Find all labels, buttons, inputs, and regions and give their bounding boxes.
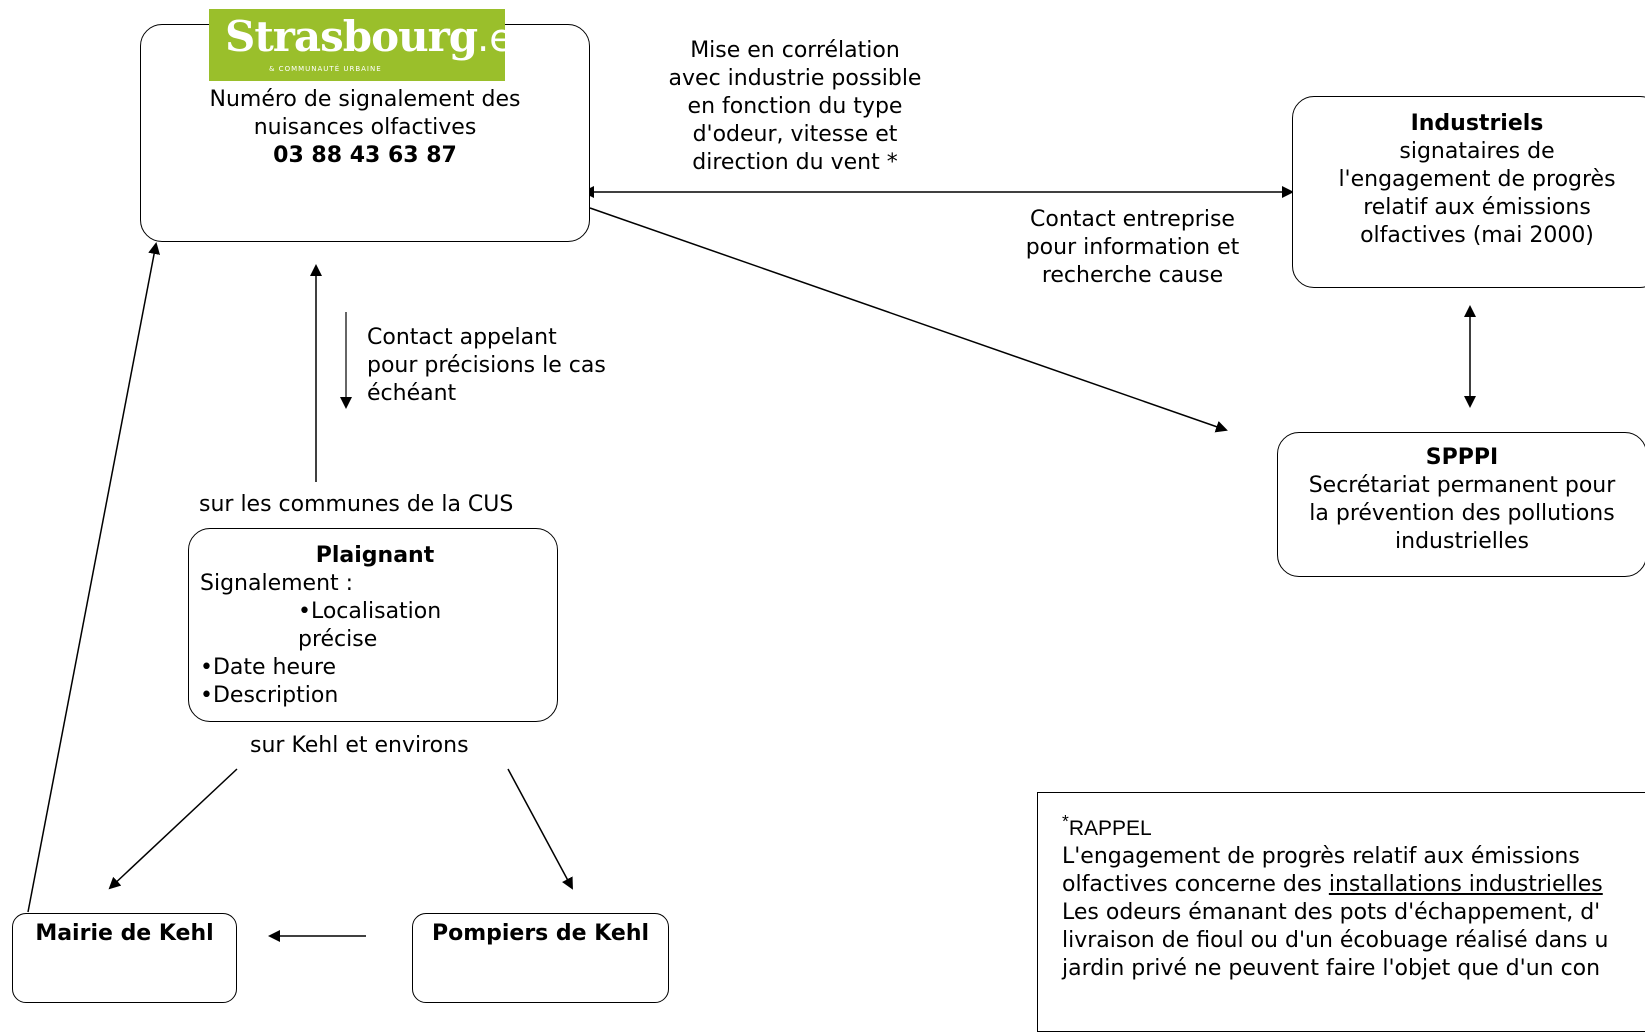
- rappel-box: *RAPPEL L'engagement de progrès relatif …: [1037, 792, 1645, 1032]
- strasbourg-line2: nuisances olfactives: [253, 115, 477, 140]
- rappel-line3: Les odeurs émanant des pots d'échappemen…: [1062, 900, 1601, 925]
- strasbourg-line1: Numéro de signalement des: [209, 87, 521, 112]
- strasbourg-text: Numéro de signalement des nuisances olfa…: [140, 86, 590, 170]
- pompiers-label: Pompiers de Kehl: [431, 921, 650, 946]
- arrow-mairie-strasbourg: [27, 242, 161, 913]
- arrow-kehl-pompiers: [507, 768, 573, 890]
- industriels-text: Industriels signataires de l'engagement …: [1292, 110, 1645, 250]
- rappel-line2: olfactives concerne des installations in…: [1062, 872, 1603, 897]
- arrow-kehl-mairie: [108, 768, 238, 890]
- label-correlation: Mise en corrélation avec industrie possi…: [668, 38, 922, 175]
- rappel-line4: livraison de fioul ou d'un écobuage réal…: [1062, 928, 1609, 953]
- plaignant-text: Plaignant Signalement : •Localisation pr…: [200, 542, 550, 710]
- strasbourg-logo: Strasbourg.eu & COMMUNAUTÉ URBAINE: [209, 9, 537, 81]
- label-contact-entreprise: Contact entreprise pour information et r…: [1025, 207, 1240, 288]
- industriels-title: Industriels: [1410, 111, 1544, 136]
- plaignant-title: Plaignant: [315, 543, 435, 568]
- logo-wordmark: Strasbourg.eu: [225, 12, 537, 61]
- industriels-box: [1292, 96, 1645, 288]
- label-communes-cus: sur les communes de la CUS: [199, 492, 514, 517]
- label-kehl-environs: sur Kehl et environs: [250, 733, 469, 758]
- spppi-box: [1277, 432, 1645, 577]
- connectors: [27, 186, 1476, 942]
- strasbourg-phone: 03 88 43 63 87: [273, 143, 457, 168]
- rappel-title: *RAPPEL: [1062, 811, 1152, 840]
- plaignant-box: [188, 528, 558, 722]
- spppi-title: SPPPI: [1425, 445, 1499, 470]
- rappel-line5: jardin privé ne peuvent faire l'objet qu…: [1062, 956, 1601, 981]
- label-contact-appelant: Contact appelant pour précisions le cas …: [367, 325, 606, 406]
- rappel-line1: L'engagement de progrès relatif aux émis…: [1062, 844, 1580, 869]
- arrow-strasbourg-spppi: [589, 207, 1228, 433]
- mairie-label: Mairie de Kehl: [35, 921, 214, 946]
- spppi-text: SPPPI Secrétariat permanent pour la prév…: [1277, 444, 1645, 556]
- logo-subtitle: & COMMUNAUTÉ URBAINE: [269, 65, 382, 73]
